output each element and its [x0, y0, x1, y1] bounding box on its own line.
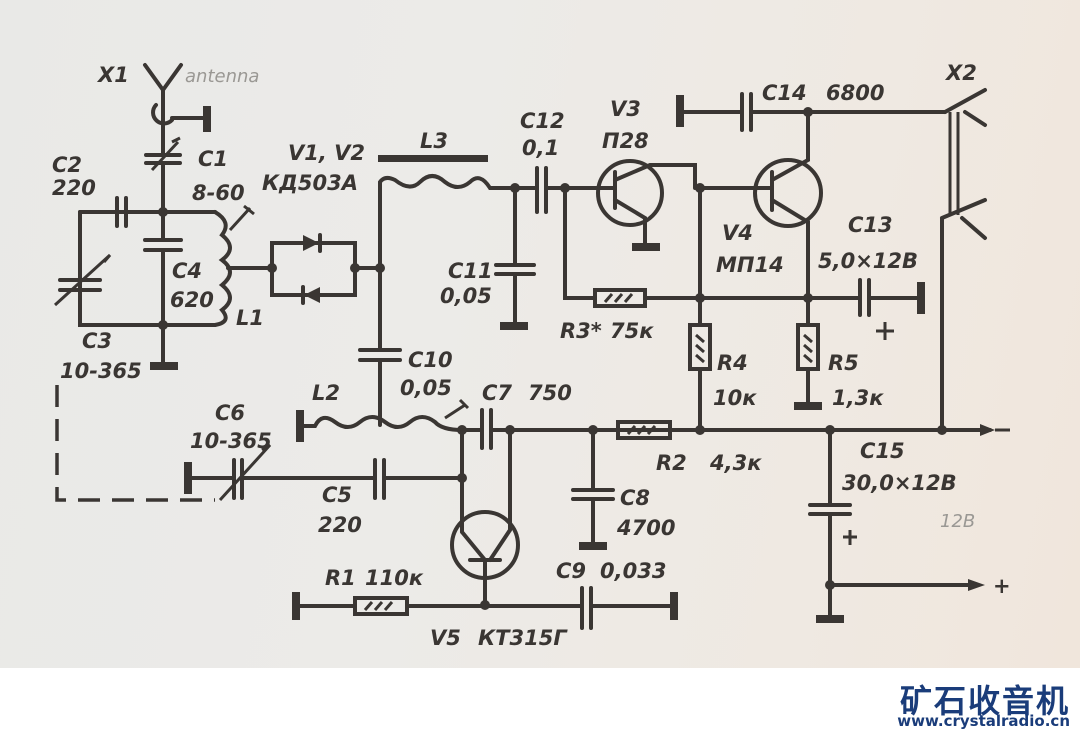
value-c15: 30,0×12В [842, 471, 957, 495]
label-c3: C3 [82, 329, 112, 353]
label-c4: C4 [172, 259, 202, 283]
value-c4: 620 [170, 288, 214, 312]
label-c11: C11 [448, 259, 493, 283]
capacitor-c5 [373, 458, 464, 500]
label-c5: C5 [322, 483, 352, 507]
capacitor-c4 [143, 210, 183, 327]
resistor-r1 [292, 592, 582, 620]
label-c1: C1 [198, 147, 228, 171]
value-c8: 4700 [616, 516, 675, 540]
watermark-footer [0, 668, 1080, 736]
label-c7: C7 [482, 381, 512, 405]
transistor-v4 [753, 110, 823, 300]
transistor-v3 [563, 159, 697, 251]
plus-terminal: + [993, 574, 1011, 598]
value-v3: П28 [602, 129, 649, 153]
value-c1: 8-60 [192, 181, 245, 205]
label-l3: L3 [420, 129, 448, 153]
capacitor-c11 [494, 186, 536, 330]
capacitor-c6 [184, 443, 377, 502]
label-c14: C14 [762, 81, 807, 105]
label-c10: C10 [408, 348, 453, 372]
value-c5: 220 [318, 513, 362, 537]
ground-icon [150, 362, 178, 370]
capacitor-c8 [571, 428, 615, 550]
capacitor-c14 [676, 92, 947, 132]
pencil-annotation-12v: 12В [940, 511, 975, 532]
label-r1: R1 [325, 566, 356, 590]
resistor-r5 [794, 296, 822, 410]
label-v1-v2: V1, V2 [288, 141, 365, 165]
capacitor-c2 [115, 196, 128, 228]
transistor-v5 [450, 428, 520, 607]
label-l2: L2 [312, 381, 340, 405]
value-c7: 750 [528, 381, 572, 405]
watermark-title: 矿石收音机 [899, 682, 1070, 720]
label-c15: C15 [860, 439, 905, 463]
label-x2: X2 [944, 61, 977, 85]
value-c3: 10-365 [60, 359, 142, 383]
inductor-l3 [378, 155, 517, 270]
label-c12: C12 [520, 109, 565, 133]
resistor-r4 [688, 323, 712, 432]
capacitor-c1 [144, 113, 182, 214]
value-c13: 5,0×12В [818, 249, 918, 273]
value-c9: 0,033 [600, 559, 666, 583]
label-c2: C2 [52, 153, 82, 177]
value-c11: 0,05 [440, 284, 492, 308]
value-c10: 0,05 [400, 376, 452, 400]
circuit-schematic: X1 antenna C2 220 C1 8-60 C4 620 L1 C3 1… [52, 61, 1011, 650]
value-c14: 6800 [826, 81, 884, 105]
capacitor-c9 [580, 586, 678, 630]
capacitor-c3 [53, 253, 112, 307]
label-c13: C13 [848, 213, 893, 237]
value-r5: 1,3к [832, 386, 884, 410]
capacitor-c12 [513, 166, 567, 214]
label-l1: L1 [236, 306, 264, 330]
capacitor-c15 [808, 428, 857, 623]
diodes-v1-v2 [270, 233, 357, 305]
output-x2-symbol [940, 88, 987, 432]
value-c6: 10-365 [190, 429, 272, 453]
label-r5: R5 [828, 351, 859, 375]
value-v4: МП14 [716, 253, 784, 277]
label-c9: C9 [556, 559, 586, 583]
label-r4: R4 [717, 351, 748, 375]
resistor-r3 [593, 288, 810, 308]
label-x1-note: antenna [185, 66, 259, 87]
inductor-l1 [213, 204, 255, 327]
label-r2: R2 [656, 451, 687, 475]
capacitor-c10 [358, 266, 402, 427]
label-c6: C6 [215, 401, 245, 425]
value-r4: 10к [713, 386, 757, 410]
label-v5: V5 [430, 626, 461, 650]
inductor-l2 [296, 398, 470, 442]
capacitor-c7 [460, 408, 512, 450]
ground-icon [203, 106, 211, 132]
value-c2: 220 [52, 176, 96, 200]
capacitor-c13 [806, 278, 925, 340]
value-v1-v2: КД503А [262, 171, 358, 195]
value-r2: 4,3к [709, 451, 762, 475]
label-v3: V3 [610, 97, 641, 121]
value-c12: 0,1 [522, 136, 559, 160]
label-x1: X1 [96, 63, 129, 87]
value-r3: 75к [610, 319, 654, 343]
label-c8: C8 [620, 486, 650, 510]
antenna-x1-symbol [143, 63, 211, 132]
value-v5: КТ315Г [478, 626, 568, 650]
gang-link-dashed [55, 385, 215, 502]
value-r1: 110к [365, 566, 424, 590]
label-v4: V4 [722, 221, 753, 245]
label-r3: R3* [560, 319, 602, 343]
watermark-url[interactable]: www.crystalradio.cn [897, 712, 1070, 730]
